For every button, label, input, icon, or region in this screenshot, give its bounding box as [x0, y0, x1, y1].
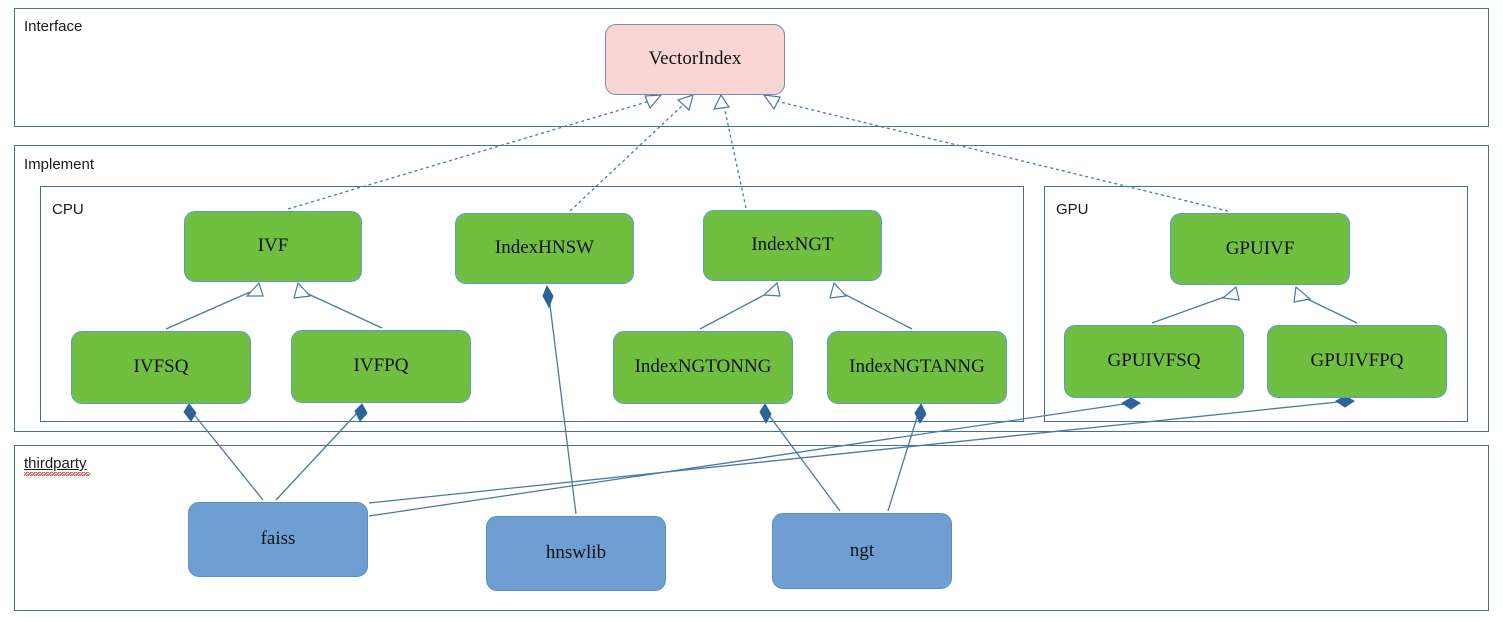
node-ngt[interactable]: ngt — [772, 513, 952, 589]
node-label-ivfsq: IVFSQ — [133, 356, 189, 378]
node-label-indexngtanng: IndexNGTANNG — [849, 356, 985, 378]
node-label-ivfpq: IVFPQ — [353, 355, 409, 377]
package-interface[interactable] — [14, 8, 1489, 127]
node-label-indexngtonng: IndexNGTONNG — [634, 356, 772, 378]
node-label-ngt: ngt — [849, 539, 875, 561]
node-label-indexngt: IndexNGT — [751, 234, 834, 256]
node-indexngt[interactable]: IndexNGT — [703, 210, 882, 281]
node-gpuivfpq[interactable]: GPUIVFPQ — [1267, 325, 1447, 398]
node-label-hnswlib: hnswlib — [545, 542, 607, 564]
node-label-gpuivfpq: GPUIVFPQ — [1310, 350, 1404, 372]
node-hnswlib[interactable]: hnswlib — [486, 516, 666, 591]
node-vectorindex[interactable]: VectorIndex — [605, 24, 785, 95]
package-label-gpu: GPU — [1056, 201, 1089, 218]
node-indexngtonng[interactable]: IndexNGTONNG — [613, 331, 793, 404]
node-label-faiss: faiss — [260, 528, 296, 550]
node-label-vectorindex: VectorIndex — [648, 48, 742, 70]
node-ivf[interactable]: IVF — [184, 211, 362, 282]
package-label-thirdparty: thirdparty — [24, 455, 87, 472]
package-label-implement: Implement — [24, 156, 95, 173]
node-gpuivf[interactable]: GPUIVF — [1170, 213, 1350, 285]
node-indexngtanng[interactable]: IndexNGTANNG — [827, 331, 1007, 404]
package-label-cpu: CPU — [52, 201, 84, 218]
node-indexhnsw[interactable]: IndexHNSW — [455, 213, 634, 284]
node-gpuivfsq[interactable]: GPUIVFSQ — [1064, 325, 1244, 398]
node-label-ivf: IVF — [257, 235, 289, 257]
spellcheck-underline-thirdparty — [24, 472, 90, 476]
node-label-indexhnsw: IndexHNSW — [494, 237, 595, 259]
node-ivfpq[interactable]: IVFPQ — [291, 330, 471, 403]
node-label-gpuivf: GPUIVF — [1225, 237, 1295, 259]
node-label-gpuivfsq: GPUIVFSQ — [1107, 350, 1201, 372]
node-ivfsq[interactable]: IVFSQ — [71, 331, 251, 404]
package-label-interface: Interface — [24, 18, 83, 35]
node-faiss[interactable]: faiss — [188, 502, 368, 577]
